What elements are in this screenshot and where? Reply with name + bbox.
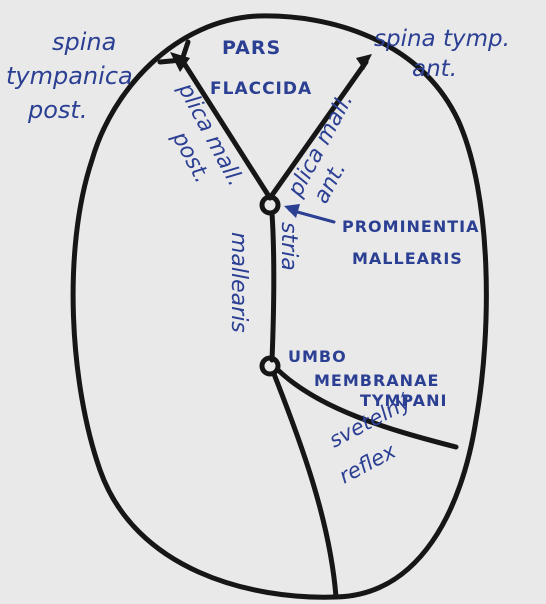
umbo-circle — [262, 358, 278, 374]
pars-label: PARS — [222, 37, 281, 59]
plica-anterior-label-group: plica mall. ant. — [283, 89, 381, 214]
prominentia-mallearis-circle — [262, 197, 278, 213]
umbo-label-line1: UMBO — [288, 347, 347, 366]
light-reflex-lower-line — [274, 374, 336, 597]
prominentia-label-line2: MALLEARIS — [352, 249, 463, 268]
prominentia-arrow-head — [284, 204, 300, 218]
spina-posterior-label-line1: spina — [52, 28, 116, 56]
membrane-outline — [73, 16, 486, 597]
stria-label-group: stria — [276, 222, 301, 271]
stria-label: stria — [276, 222, 301, 271]
prominentia-label-line1: PROMINENTIA — [342, 217, 479, 236]
spina-anterior-label-line1: spina tymp. — [374, 26, 510, 52]
stria-mallearis-line — [272, 213, 274, 360]
spina-tympanica-anterior-marker — [356, 54, 372, 70]
flaccida-label: FLACCIDA — [210, 79, 312, 99]
mallearis-label: mallearis — [226, 232, 251, 333]
spina-posterior-label-line2: tympanica — [6, 62, 133, 90]
spina-posterior-label-line3: post. — [27, 96, 87, 124]
spina-anterior-label-line2: ant. — [412, 56, 457, 82]
umbo-label-line2: MEMBRANAE — [314, 371, 439, 390]
mallearis-label-group: mallearis — [226, 232, 251, 333]
